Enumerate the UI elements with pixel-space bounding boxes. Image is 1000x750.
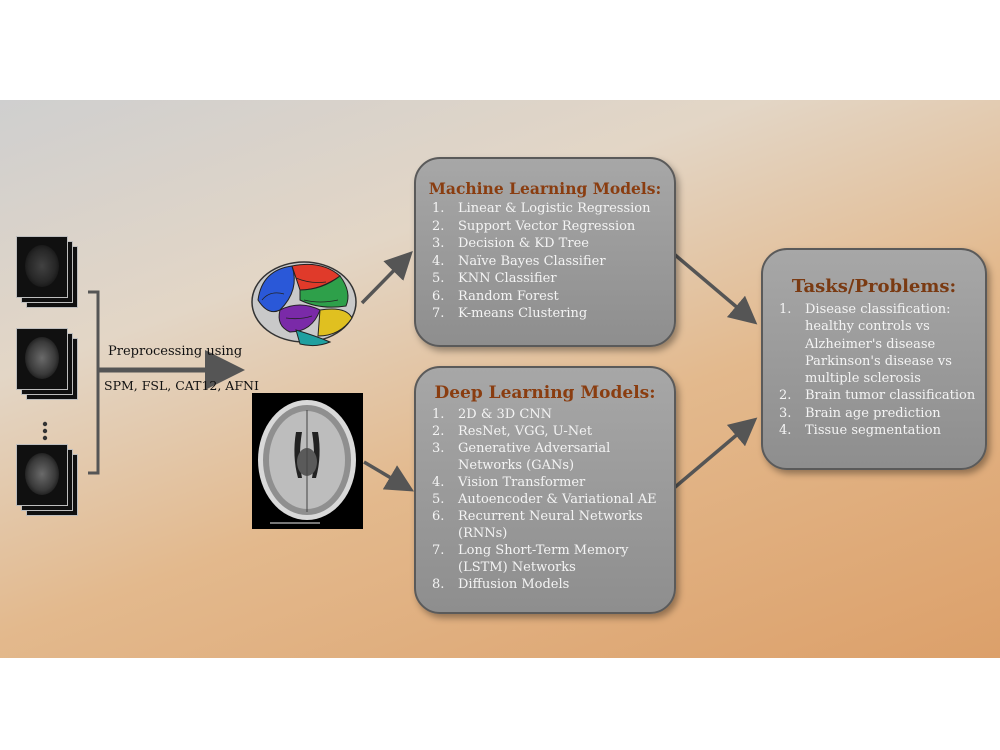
list-item: 7. K-means Clustering: [432, 305, 674, 323]
list-item: 4. Tissue segmentation: [779, 422, 979, 439]
list-item-number: 7.: [432, 543, 445, 558]
list-item: 1. 2D & 3D CNN: [432, 406, 674, 423]
list-item-number: 8.: [432, 577, 445, 592]
list-item-text: Autoencoder & Variational AE: [458, 492, 657, 507]
list-item-number: 7.: [432, 306, 445, 321]
ml-models-title: Machine Learning Models:: [428, 179, 662, 198]
list-item-number: 4.: [432, 475, 445, 490]
arrow-to-ml: [360, 250, 413, 305]
list-item-number: 6.: [432, 509, 445, 524]
list-item: 3. Brain age prediction: [779, 405, 979, 422]
list-item-text: Decision & KD Tree: [458, 236, 589, 251]
tasks-title: Tasks/Problems:: [791, 276, 957, 297]
dl-models-title: Deep Learning Models:: [434, 383, 656, 403]
list-item: 4. Vision Transformer: [432, 474, 674, 491]
list-item: 5. KNN Classifier: [432, 270, 674, 288]
list-item-number: 1.: [432, 407, 445, 422]
arrow-dl-to-tasks: [672, 417, 758, 490]
list-item-number: 3.: [432, 236, 445, 251]
list-item-text: Disease classification: healthy controls…: [805, 302, 952, 387]
grouping-bracket: [88, 290, 100, 475]
ml-models-box: Machine Learning Models: 1. Linear & Logi…: [414, 157, 676, 347]
preprocessing-label: Preprocessing using: [108, 344, 243, 359]
list-item-number: 5.: [432, 271, 445, 286]
list-item: 4. Naïve Bayes Classifier: [432, 253, 674, 271]
list-item-text: Naïve Bayes Classifier: [458, 253, 606, 269]
list-item: 6. Random Forest: [432, 288, 674, 306]
list-item: 1. Disease classification: healthy contro…: [779, 301, 979, 387]
dl-models-box: Deep Learning Models: 1. 2D & 3D CNN 2. Res…: [414, 366, 676, 614]
list-item: 2. ResNet, VGG, U-Net: [432, 423, 674, 440]
list-item-text: Recurrent Neural Networks (RNNs): [458, 509, 643, 541]
list-item: 8. Diffusion Models: [432, 576, 674, 593]
list-item-text: KNN Classifier: [458, 271, 557, 286]
list-item: 3. Decision & KD Tree: [432, 235, 674, 253]
list-item-number: 3.: [432, 441, 445, 456]
list-item: 2. Brain tumor classification: [779, 387, 979, 404]
list-item-number: 3.: [779, 405, 792, 421]
list-item-text: Random Forest: [458, 288, 559, 304]
list-item-number: 6.: [432, 288, 445, 304]
list-item-text: Generative Adversarial Networks (GANs): [458, 441, 611, 473]
list-item: 7. Long Short-Term Memory (LSTM) Networks: [432, 542, 674, 576]
dl-models-list: 1. 2D & 3D CNN 2. ResNet, VGG, U-Net 3. Gener…: [416, 406, 674, 593]
list-item-text: Support Vector Regression: [458, 218, 636, 234]
list-item-number: 1.: [432, 201, 445, 216]
list-item-text: ResNet, VGG, U-Net: [458, 424, 593, 439]
list-item-number: 4.: [432, 253, 445, 269]
tasks-box: Tasks/Problems: 1. Disease classification…: [761, 248, 987, 470]
mri-axial-slice: [252, 393, 363, 529]
list-item: 1. Linear & Logistic Regression: [432, 200, 674, 218]
list-item: 2. Support Vector Regression: [432, 218, 674, 236]
list-item-text: Brain age prediction: [805, 405, 941, 421]
brain-illustration: [251, 261, 357, 347]
list-item-number: 4.: [779, 423, 792, 439]
list-item-text: 2D & 3D CNN: [458, 407, 553, 422]
list-item-text: Diffusion Models: [458, 577, 570, 592]
list-item: 5. Autoencoder & Variational AE: [432, 491, 674, 508]
tasks-list: 1. Disease classification: healthy contro…: [763, 301, 985, 439]
arrow-ml-to-tasks: [672, 252, 758, 325]
list-item-text: Brain tumor classification: [805, 388, 976, 404]
list-item-number: 2.: [432, 218, 445, 234]
list-item-text: K-means Clustering: [458, 306, 588, 321]
preprocessing-tools-label: SPM, FSL, CAT12, AFNI: [104, 378, 259, 393]
list-item-number: 5.: [432, 492, 445, 507]
list-item-number: 2.: [779, 388, 792, 404]
list-item-text: Tissue segmentation: [805, 423, 942, 439]
ml-models-list: 1. Linear & Logistic Regression 2. Support …: [416, 200, 674, 323]
list-item-text: Long Short-Term Memory (LSTM) Networks: [458, 543, 629, 575]
arrow-to-dl: [363, 460, 415, 492]
list-item-text: Linear & Logistic Regression: [458, 201, 651, 216]
list-item-number: 2.: [432, 424, 445, 439]
list-item-text: Vision Transformer: [458, 475, 586, 490]
list-item: 3. Generative Adversarial Networks (GANs): [432, 440, 674, 474]
list-item: 6. Recurrent Neural Networks (RNNs): [432, 508, 674, 542]
more-scans-ellipsis: [40, 420, 50, 442]
list-item-number: 1.: [779, 302, 792, 317]
